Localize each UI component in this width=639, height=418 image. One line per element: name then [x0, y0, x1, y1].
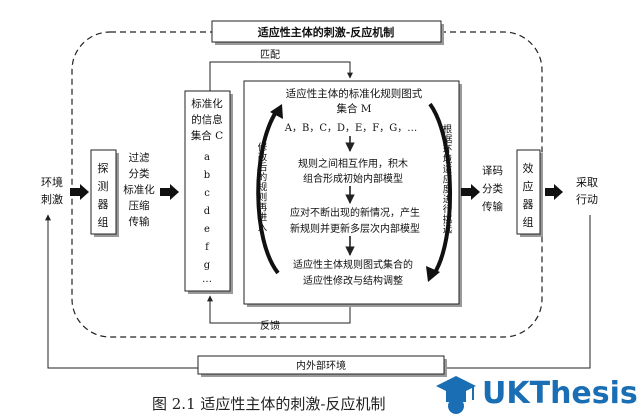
- effector-char: 组: [523, 215, 534, 229]
- info-item: e: [204, 224, 210, 235]
- ukthesis-logo: UKThesis: [432, 372, 638, 416]
- match-label: 匹配: [260, 49, 280, 61]
- info-item: c: [204, 188, 210, 199]
- filter-line: 过滤: [129, 151, 150, 164]
- info-set-title: 的信息: [191, 113, 223, 126]
- feedback-label: 反馈: [260, 319, 280, 332]
- step2-line: 新规则并更新多层次内部模型: [290, 222, 420, 235]
- rule-set-title: 适应性主体的标准化规则图式: [286, 87, 423, 100]
- left-curved-arrowhead: [270, 104, 283, 119]
- right-curved-arrowhead: [426, 266, 440, 282]
- step3-line: 适应性主体规则图式集合的: [293, 258, 413, 271]
- environment-box: [197, 355, 445, 375]
- detector-char: 测: [98, 180, 109, 193]
- detector-char: 组: [98, 215, 109, 229]
- decode-line: 传输: [482, 200, 503, 213]
- step2-line: 应对不断出现的新情况，产生: [290, 206, 420, 219]
- info-item: g: [204, 260, 211, 271]
- title-box: [211, 20, 442, 43]
- step3-line: 适应性修改与结构调整: [303, 274, 403, 287]
- step1-line: 规则之间相互作用，积木: [298, 157, 408, 170]
- detector-char: 器: [98, 198, 109, 211]
- outer-dashed-frame: [71, 31, 543, 338]
- env-loop-left: [45, 214, 198, 369]
- arrow-rules-to-decode: [461, 184, 480, 200]
- info-item: d: [204, 206, 211, 217]
- watermark-text: UKThesis: [482, 376, 638, 411]
- feedback-connector: [207, 295, 351, 324]
- left-arc-label: 修改后的规则再进入: [256, 141, 268, 232]
- arrow-filter-to-info: [160, 184, 179, 200]
- right-arc-label: 根据环境适应度进行挑选: [441, 123, 453, 234]
- match-connector: [209, 61, 353, 91]
- info-set-box: [184, 90, 231, 292]
- env-loop-right: [446, 215, 591, 369]
- diagram-title: 适应性主体的刺激-反应机制: [258, 25, 395, 39]
- info-item: f: [205, 242, 210, 253]
- rule-set-box: [243, 80, 460, 305]
- filter-line: 传输: [129, 215, 150, 228]
- info-item: …: [202, 274, 212, 285]
- graduate-icon: [436, 376, 476, 414]
- arrow-stimulus-to-detector: [70, 184, 89, 200]
- info-item: b: [204, 170, 210, 181]
- effector-char: 应: [523, 179, 534, 193]
- arrow-effector-to-action: [545, 184, 563, 200]
- decode-line: 分类: [482, 182, 503, 195]
- action-line: 采取: [576, 176, 598, 189]
- effector-box: [516, 149, 541, 235]
- figure-caption: 图 2.1 适应性主体的刺激-反应机制: [152, 395, 386, 413]
- detector-box: [90, 149, 117, 235]
- rule-items: A，B，C，D，E，F，G，…: [284, 123, 417, 134]
- rule-set-title: 集合 M: [336, 102, 371, 115]
- right-curved-arrow: [428, 102, 452, 276]
- filter-line: 标准化: [123, 183, 155, 196]
- filter-line: 分类: [129, 167, 150, 180]
- environment-label: 内外部环境: [296, 359, 346, 372]
- left-curved-arrow: [256, 110, 280, 275]
- action-line: 行动: [576, 193, 598, 206]
- info-set-title: 集合 C: [191, 129, 223, 142]
- decode-line: 译码: [482, 165, 503, 177]
- env-stimulus-line1: 环境: [41, 175, 63, 189]
- effector-char: 效: [523, 161, 534, 175]
- info-item: a: [204, 152, 210, 163]
- filter-line: 压缩: [129, 199, 150, 212]
- effector-char: 器: [523, 198, 534, 211]
- detector-char: 探: [98, 162, 109, 175]
- env-stimulus-line2: 刺激: [41, 192, 63, 206]
- step1-line: 组合形成初始内部模型: [303, 172, 403, 185]
- info-set-title: 标准化: [191, 97, 223, 110]
